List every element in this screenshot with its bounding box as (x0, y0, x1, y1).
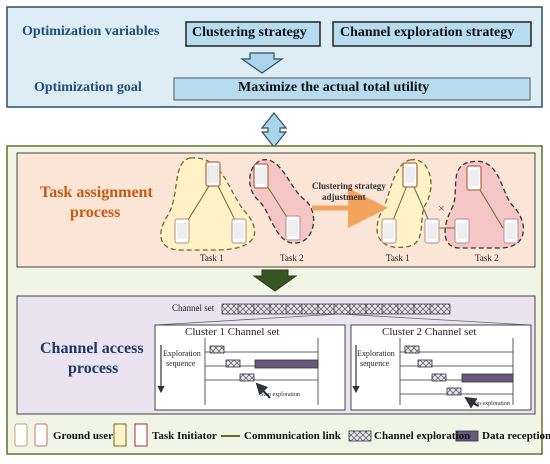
legend-communication-link-label: Communication link (244, 430, 341, 442)
legend-ground-user-label: Ground user (53, 430, 114, 442)
adjustment-label-2: adjustment (322, 192, 366, 202)
bidirectional-arrow (260, 112, 288, 148)
channel-split-lines (154, 313, 531, 326)
down-arrow-top (240, 52, 284, 74)
cluster2-title: Cluster 2 Channel set (382, 326, 477, 338)
user-phone-5 (424, 218, 440, 244)
initiator-phone-4 (466, 165, 482, 191)
task-label-3: Task 1 (386, 253, 410, 263)
cluster2-data-reception (461, 373, 514, 383)
task-assignment-title-2: process (70, 204, 121, 221)
goal-text: Maximize the actual total utility (238, 80, 430, 95)
user-phone-7 (503, 218, 519, 244)
task-label-4: Task 2 (475, 253, 499, 263)
clustering-strategy-text: Clustering strategy (192, 25, 307, 40)
legend-task-initiator-label: Task Initiator (152, 430, 217, 442)
cluster1-explore-2 (225, 359, 241, 368)
channel-set-bar (221, 303, 451, 315)
cluster2-stop-arrow (464, 396, 479, 409)
channel-exploration-strategy-text: Channel exploration strategy (340, 25, 515, 40)
cluster1-explore-1 (209, 345, 225, 354)
cluster2-exploration-label-2: sequence (360, 359, 390, 368)
cluster1-explore-3 (239, 373, 255, 382)
channel-exploration-strategy-box (332, 21, 532, 47)
optimization-variables-label: Optimization variables (22, 24, 160, 39)
optimization-goal-label: Optimization goal (34, 80, 142, 95)
legend-data-reception-label: Data reception (482, 430, 550, 442)
task-assignment-title-1: Task assignment (40, 184, 153, 201)
clustering-strategy-box (185, 21, 321, 47)
channel-access-title-2: process (68, 360, 119, 377)
cluster2-explore-4 (446, 387, 462, 396)
down-arrow-green (252, 269, 298, 292)
goal-box (173, 77, 531, 101)
cluster1-stop-label: Stop exploration (260, 392, 300, 398)
cluster1-exploration-label-2: sequence (166, 359, 196, 368)
initiator-phone-2 (253, 163, 269, 189)
initiator-phone-1 (205, 161, 221, 187)
adjustment-label-1: Clustering strategy (312, 181, 386, 191)
channel-access-title-1: Channel access (40, 340, 144, 357)
cluster1-title: Cluster 1 Channel set (185, 326, 280, 338)
cluster2-stop-label: Stop exploration (470, 401, 510, 407)
user-phone-4 (381, 218, 397, 244)
cluster1-stop-arrow (255, 382, 271, 399)
cluster2-channel-box (350, 324, 532, 411)
cluster1-data-reception (254, 359, 319, 369)
link-break-marker: × (438, 201, 445, 215)
initiator-phone-3 (402, 162, 418, 188)
cluster1-exploration-label-1: Exploration (163, 349, 201, 358)
legend-channel-exploration-label: Channel exploration (374, 430, 471, 442)
legend-initiator-pink (134, 423, 148, 447)
legend-ground-user-icons (14, 423, 48, 447)
cluster2-explore-2 (417, 359, 433, 368)
cluster2-explore-3 (431, 373, 447, 382)
user-phone-6 (454, 218, 470, 244)
user-phone-3 (285, 215, 301, 241)
legend-exploration-swatch (348, 430, 372, 442)
legend-initiator-yellow (113, 423, 127, 447)
cluster2-exploration-label-1: Exploration (357, 349, 395, 358)
legend-data-reception-swatch (455, 430, 479, 442)
channel-set-label: Channel set (172, 303, 215, 313)
cluster2-explore-1 (404, 345, 420, 354)
task-label-2: Task 2 (280, 253, 304, 263)
user-phone-2 (231, 218, 247, 244)
task-label-1: Task 1 (200, 253, 224, 263)
user-phone-1 (174, 218, 190, 244)
